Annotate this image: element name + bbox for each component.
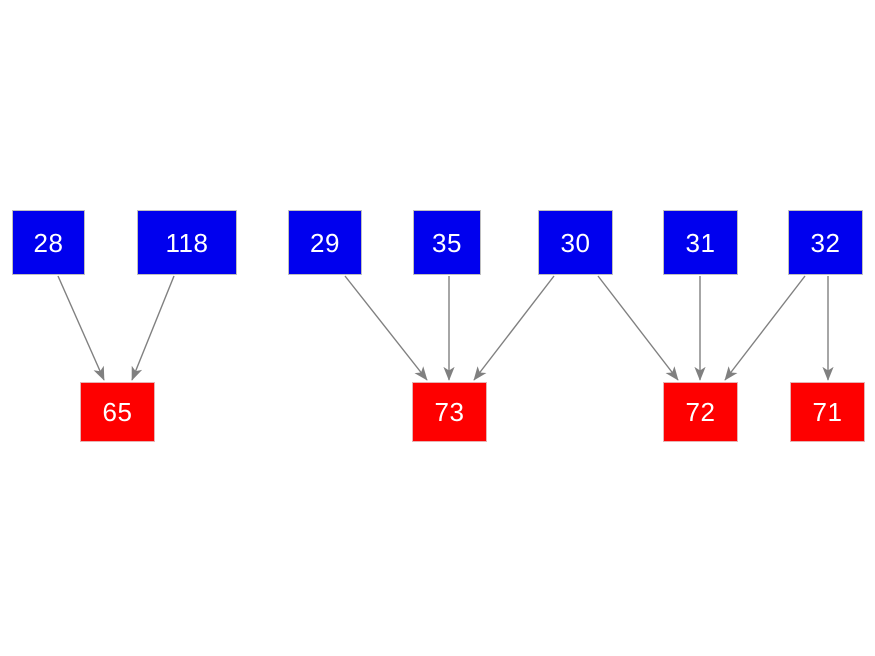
edge-line [597, 275, 679, 381]
graph-edge [597, 275, 679, 381]
node-label: 71 [812, 397, 843, 427]
node-label: 35 [432, 227, 462, 258]
edge-line [57, 275, 105, 381]
node-label: 72 [685, 397, 716, 427]
graph-edge [724, 275, 806, 381]
node-label: 32 [810, 227, 841, 258]
graph-edge [57, 275, 105, 381]
graph-node-30[interactable]: 30 [538, 210, 613, 275]
graph-node-72[interactable]: 72 [663, 382, 738, 442]
node-label: 65 [102, 397, 133, 427]
graph-node-118[interactable]: 118 [137, 210, 237, 275]
node-label: 30 [560, 227, 591, 258]
graph-node-31[interactable]: 31 [663, 210, 738, 275]
edge-line [473, 275, 555, 381]
node-label: 118 [165, 227, 209, 258]
graph-node-28[interactable]: 28 [12, 210, 85, 275]
node-label: 28 [33, 227, 64, 258]
graph-node-73[interactable]: 73 [412, 382, 487, 442]
graph-node-29[interactable]: 29 [288, 210, 362, 275]
graph-node-65[interactable]: 65 [80, 382, 155, 442]
node-label: 73 [434, 397, 465, 427]
graph-node-32[interactable]: 32 [788, 210, 863, 275]
edge-line [344, 275, 428, 381]
graph-node-35[interactable]: 35 [413, 210, 481, 275]
edge-line [131, 275, 175, 381]
node-label: 29 [310, 227, 340, 258]
graph-edge [131, 275, 175, 381]
graph-edge [344, 275, 428, 381]
edge-line [724, 275, 806, 381]
graph-node-71[interactable]: 71 [790, 382, 865, 442]
node-label: 31 [685, 227, 716, 258]
graph-edge [473, 275, 555, 381]
